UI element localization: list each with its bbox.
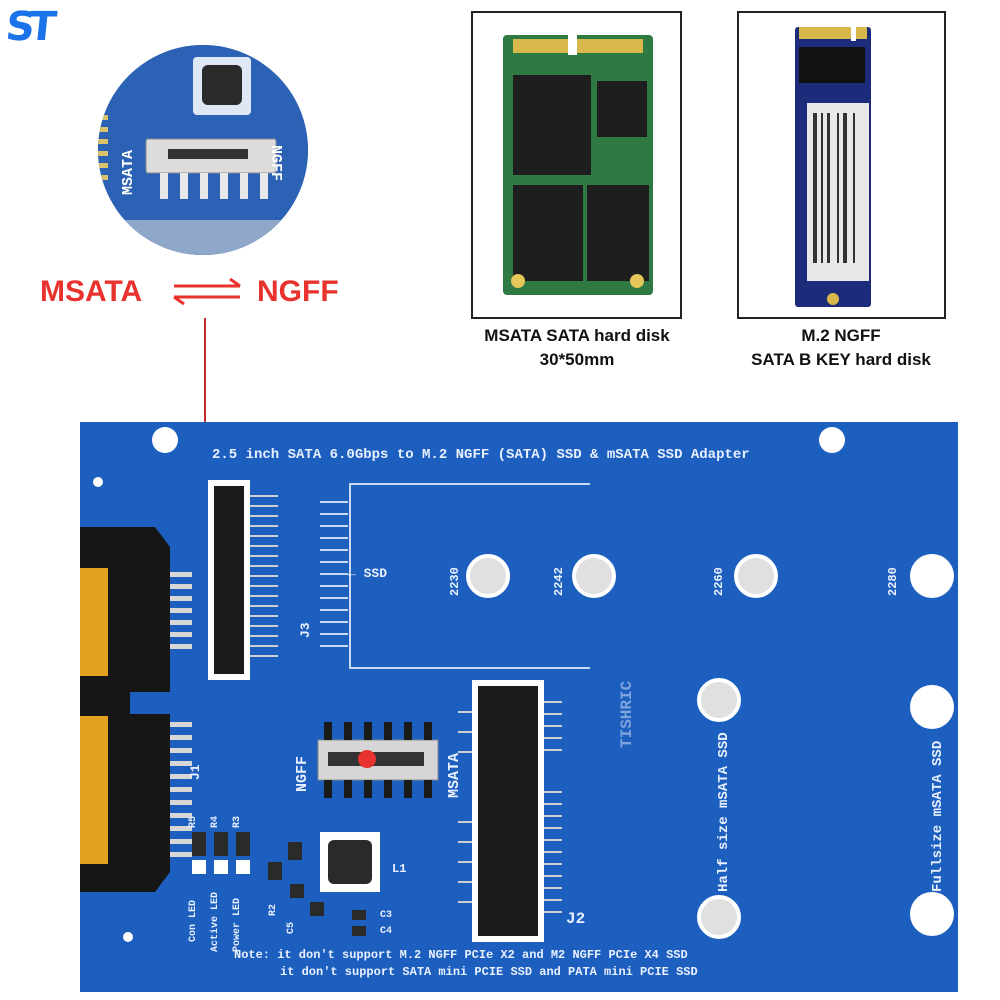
ngff-caption-line2: SATA B KEY hard disk	[751, 350, 931, 369]
half-size-msata-label: Half size mSATA SSD	[716, 732, 732, 892]
label-c5: C5	[286, 921, 297, 934]
note-line-2: it don't support SATA mini PCIE SSD and …	[280, 965, 698, 979]
swap-arrows-icon	[173, 277, 241, 306]
label-r5: R5	[188, 815, 199, 828]
ngff-disk-image	[795, 27, 871, 307]
ngff-caption: M.2 NGFF SATA B KEY hard disk	[710, 324, 972, 372]
zoom-msata-label: MSATA	[120, 149, 137, 195]
zoom-ngff-label: NGFF	[267, 145, 284, 182]
brand-logo: ST	[3, 4, 53, 50]
legend-ngff: NGFF	[257, 275, 339, 308]
label-r4: R4	[210, 815, 221, 828]
label-2280: 2280	[886, 567, 900, 596]
label-j1: J1	[188, 764, 203, 780]
label-l1: L1	[392, 862, 407, 876]
power-led-label: Power LED	[232, 897, 243, 952]
label-2242: 2242	[552, 567, 566, 596]
full-size-msata-label: Fullsize mSATA SSD	[930, 740, 946, 892]
note-line-1: Note: it don't support M.2 NGFF PCIe X2 …	[234, 948, 688, 962]
ngff-photo-frame	[737, 11, 946, 319]
ngff-caption-line1: M.2 NGFF	[801, 326, 881, 345]
label-c4: C4	[380, 926, 393, 937]
adapter-board: 2.5 inch SATA 6.0Gbps to M.2 NGFF (SATA)…	[80, 422, 958, 992]
board-title: 2.5 inch SATA 6.0Gbps to M.2 NGFF (SATA)…	[212, 447, 750, 463]
label-r2: R2	[268, 903, 279, 916]
con-led-label: Con LED	[188, 899, 199, 942]
label-2260: 2260	[712, 567, 726, 596]
board-artwork	[80, 427, 954, 942]
label-c3: C3	[380, 910, 393, 921]
switch-ngff-label: NGFF	[294, 755, 311, 792]
msata-caption-line1: MSATA SATA hard disk	[484, 326, 670, 345]
label-j2: J2	[566, 910, 586, 928]
legend-msata: MSATA	[40, 275, 143, 308]
ssd-arrow-label: ← SSD	[348, 566, 388, 581]
label-j3: J3	[298, 622, 313, 638]
active-led-label: Active LED	[210, 891, 221, 952]
label-r3: R3	[232, 815, 243, 828]
msata-caption-line2: 30*50mm	[539, 350, 615, 369]
msata-disk-image	[503, 35, 653, 295]
switch-zoom-inset: MSATA NGFF	[98, 45, 308, 255]
label-2230: 2230	[448, 567, 462, 596]
msata-photo-frame	[471, 11, 682, 319]
msata-caption: MSATA SATA hard disk 30*50mm	[452, 324, 702, 372]
switch-msata-label: MSATA	[446, 752, 463, 798]
board-brand: TISHRIC	[618, 680, 636, 748]
